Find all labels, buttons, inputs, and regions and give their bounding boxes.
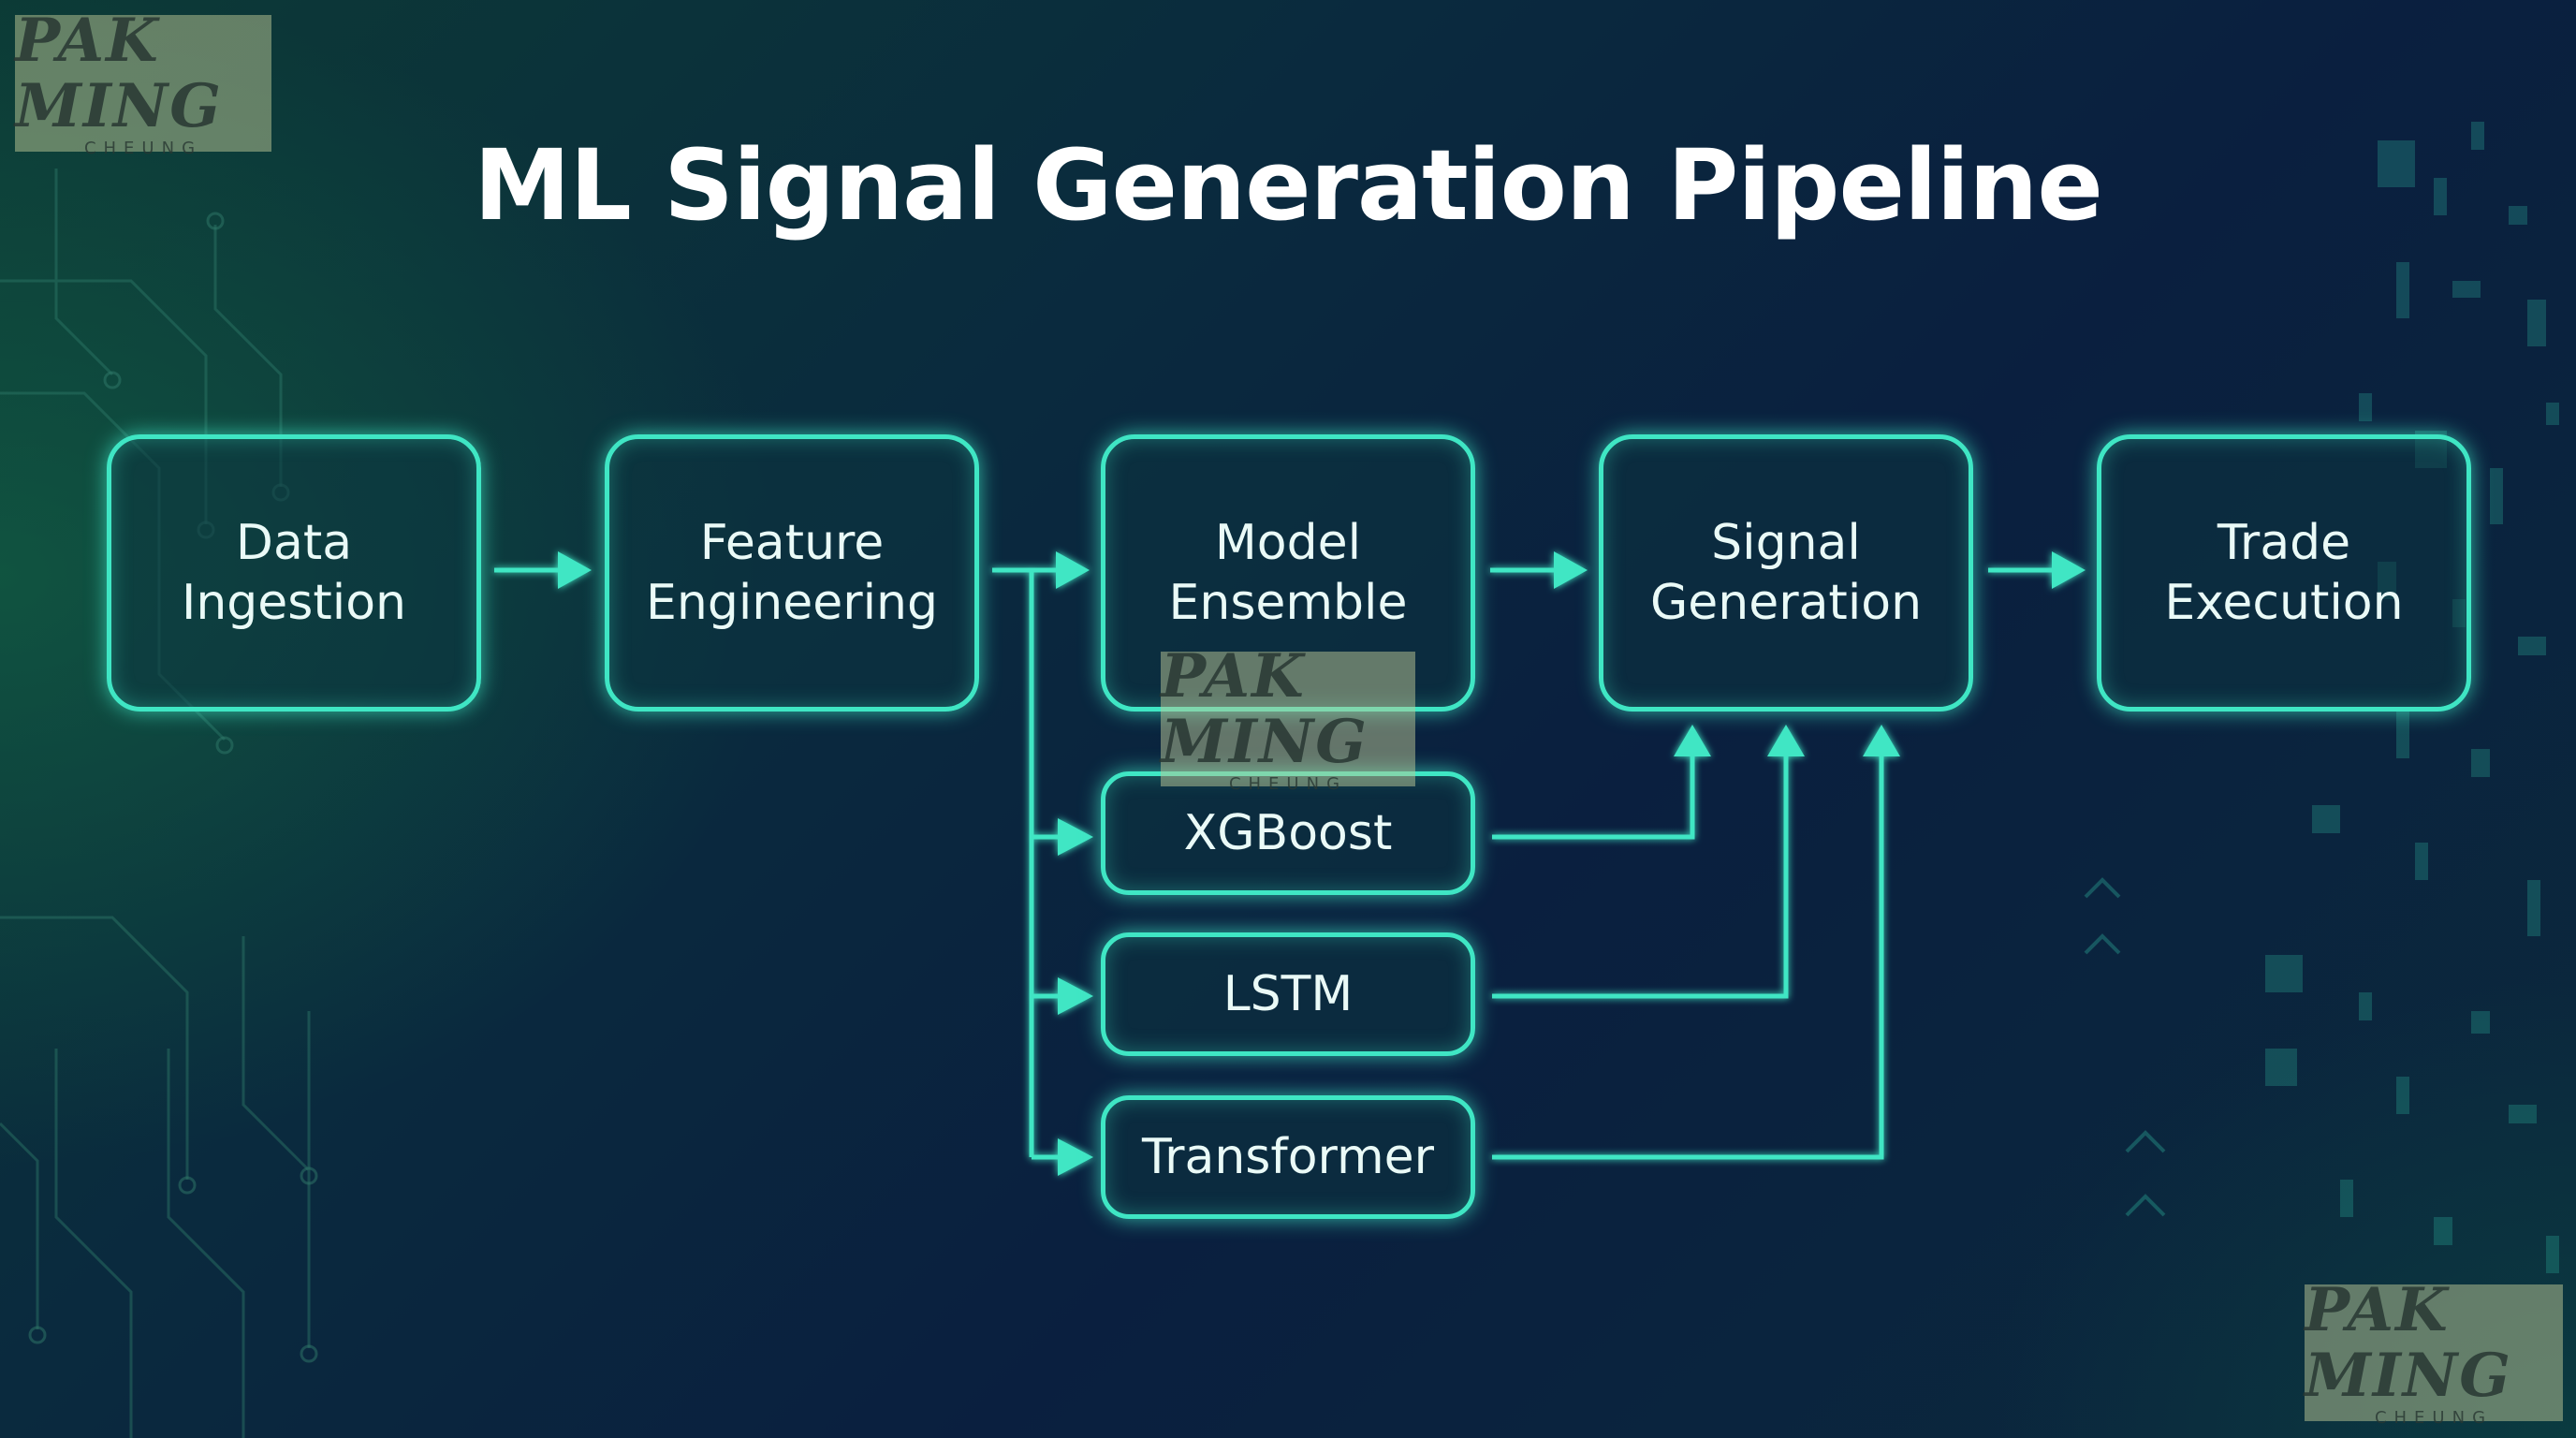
box-xgboost: XGBoost [1101, 771, 1475, 895]
arrowhead-lstm [1058, 977, 1093, 1015]
watermark-logo-top-left: PAK MING CHEUNG [15, 8, 271, 158]
box-label: XGBoost [1183, 805, 1393, 861]
box-transformer: Transformer [1101, 1095, 1475, 1219]
arrowhead-feature [558, 551, 592, 589]
box-label: LSTM [1222, 966, 1354, 1022]
box-signal-generation: Signal Generation [1599, 434, 1973, 712]
box-trade-execution: Trade Execution [2097, 434, 2471, 712]
arrowhead-xgboost [1058, 818, 1093, 856]
box-label-line2: Ingestion [182, 575, 406, 631]
arrowhead-up-3 [1863, 725, 1900, 756]
watermark-sub: CHEUNG [2374, 1408, 2494, 1428]
watermark-sub: CHEUNG [83, 139, 203, 158]
chevron-up-icons [2084, 877, 2166, 1217]
arrowhead-up-1 [1674, 725, 1711, 756]
arrowhead-transformer [1058, 1138, 1093, 1176]
watermark-sub: CHEUNG [1228, 774, 1348, 794]
box-label-line2: Engineering [646, 575, 938, 631]
connector-xgboost-to-signal [1492, 749, 1695, 840]
box-label-line2: Generation [1649, 575, 1923, 631]
box-label: Transformer [1141, 1129, 1435, 1185]
watermark-logo-center: PAK MING CHEUNG [1161, 644, 1415, 794]
box-label-line1: Model [1214, 515, 1362, 571]
arrowhead-model [1056, 551, 1090, 589]
watermark-name: PAK MING [1161, 641, 1368, 777]
arrowhead-trade [2052, 551, 2086, 589]
box-label-line1: Trade [2217, 515, 2351, 571]
box-label-line1: Data [235, 515, 353, 571]
box-data-ingestion: Data Ingestion [107, 434, 481, 712]
arrowhead-up-2 [1767, 725, 1805, 756]
watermark-name: PAK MING [15, 6, 223, 141]
box-feature-engineering: Feature Engineering [605, 434, 979, 712]
page-title: ML Signal Generation Pipeline [474, 128, 2103, 242]
watermark-name: PAK MING [2305, 1275, 2512, 1411]
circuit-traces [0, 169, 311, 1438]
box-label-line1: Feature [699, 515, 885, 571]
arrowhead-signal [1554, 551, 1588, 589]
connector-transformer-to-signal [1492, 749, 1884, 1160]
box-label-line2: Ensemble [1168, 575, 1408, 631]
box-label-line2: Execution [2164, 575, 2404, 631]
box-lstm: LSTM [1101, 932, 1475, 1056]
watermark-logo-bottom-right: PAK MING CHEUNG [2305, 1278, 2563, 1428]
box-label-line1: Signal [1711, 515, 1861, 571]
connector-lstm-to-signal [1492, 749, 1789, 999]
